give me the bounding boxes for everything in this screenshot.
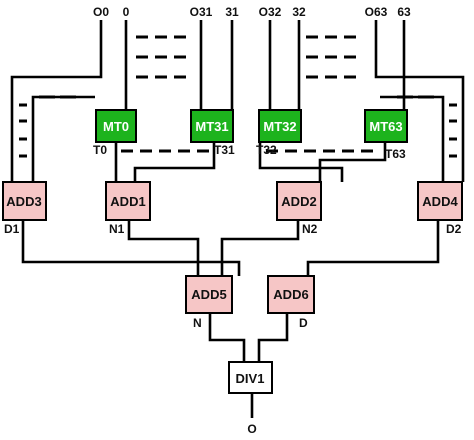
input-labels: O0 0 O31 31 O32 32 O63 63 (93, 5, 411, 19)
mt-output-t63: T63 (385, 147, 406, 161)
mt0-box (95, 109, 137, 143)
adder-output-n: N (193, 316, 202, 330)
add4-label: ADD4 (422, 194, 458, 209)
adder-output-d: D (299, 316, 308, 330)
mt-blocks: MT0 MT31 MT32 MT63 (95, 109, 408, 143)
wire-t63 (318, 142, 387, 182)
wire-t32 (258, 142, 344, 182)
input-label-o63: O63 (365, 5, 388, 19)
add5-label: ADD5 (191, 287, 226, 302)
ellipsis-dashes-side (19, 95, 457, 158)
add2-box (276, 181, 322, 221)
wire-n1 (127, 220, 200, 276)
add1-box (105, 181, 151, 221)
adder-blocks: ADD3 ADD1 ADD2 ADD4 ADD5 ADD6 (2, 181, 463, 314)
mt32-box (258, 109, 302, 143)
div1-box (228, 361, 273, 394)
mt31-block: MT31 (190, 109, 234, 143)
add1-label: ADD1 (110, 194, 145, 209)
final-output-o: O (247, 422, 256, 436)
wire-o0 (10, 20, 103, 182)
adder-output-n2: N2 (302, 222, 318, 236)
adder-output-d2: D2 (446, 222, 462, 236)
wire-d2 (306, 220, 440, 276)
input-label-o32: O32 (259, 5, 282, 19)
input-label-32: 32 (292, 5, 306, 19)
mt63-label: MT63 (369, 119, 402, 134)
add4-box (417, 181, 463, 221)
input-label-63: 63 (397, 5, 411, 19)
wire-d (257, 313, 289, 362)
add4-block: ADD4 (417, 181, 463, 221)
add3-box (2, 181, 47, 221)
add5-box (185, 275, 233, 314)
input-label-o31: O31 (190, 5, 213, 19)
input-label-31: 31 (225, 5, 239, 19)
mt0-block: MT0 (95, 109, 137, 143)
mt31-label: MT31 (195, 119, 228, 134)
mt-output-t32: T32 (256, 143, 277, 157)
mt-output-labels: T0 T31 T32 T63 (93, 143, 406, 161)
add2-block: ADD2 (276, 181, 322, 221)
wires (10, 20, 465, 418)
mt0-label: MT0 (103, 119, 129, 134)
add3-label: ADD3 (6, 194, 41, 209)
wire-o63 (374, 20, 465, 182)
mt-output-t0: T0 (93, 143, 107, 157)
add6-box (267, 275, 315, 314)
wire-n (208, 313, 246, 362)
wire-n2 (220, 220, 300, 276)
add5-block: ADD5 (185, 275, 233, 314)
adder-output-n1: N1 (109, 222, 125, 236)
ellipsis-dashes-top (136, 35, 356, 79)
adder-output-labels: D1 N1 N2 D2 N D (4, 222, 462, 330)
add1-block: ADD1 (105, 181, 151, 221)
mt31-box (190, 109, 234, 143)
wire-t31 (133, 142, 216, 182)
add3-block: ADD3 (2, 181, 47, 221)
mt32-label: MT32 (263, 119, 296, 134)
input-label-0: 0 (123, 5, 130, 19)
input-label-o0: O0 (93, 5, 109, 19)
wire-d1 (21, 220, 241, 276)
add6-block: ADD6 (267, 275, 315, 314)
div1-label: DIV1 (236, 371, 265, 386)
add2-label: ADD2 (281, 194, 316, 209)
adder-output-d1: D1 (4, 222, 20, 236)
mt-output-t31: T31 (214, 143, 235, 157)
mt63-box (364, 109, 408, 143)
mt63-block: MT63 (364, 109, 408, 143)
mt32-block: MT32 (258, 109, 302, 143)
add6-label: ADD6 (273, 287, 308, 302)
wire-mt0-to-add3 (31, 95, 95, 182)
div1-block: DIV1 (228, 361, 273, 394)
